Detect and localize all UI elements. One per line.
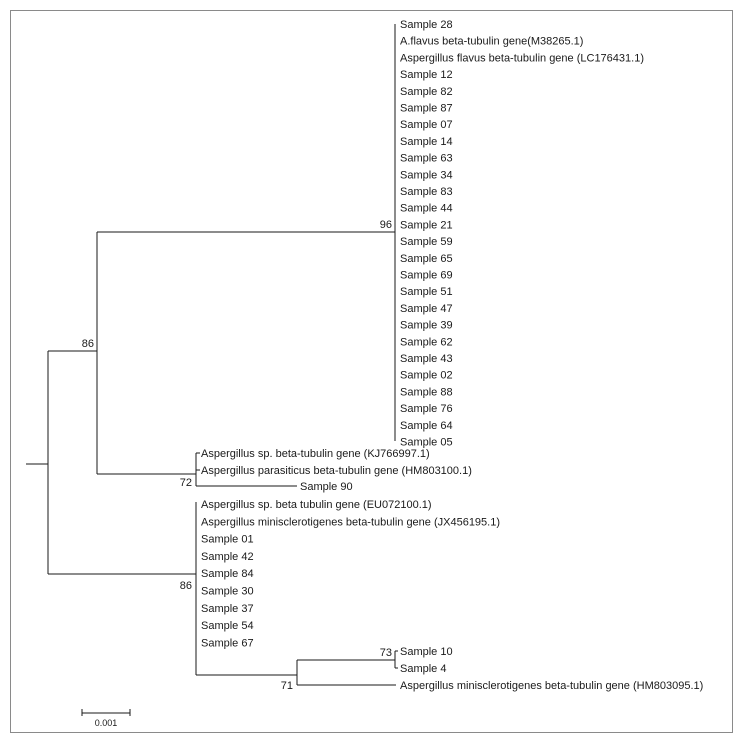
leaf-label: Sample 47 bbox=[400, 303, 453, 315]
leaf-label: Aspergillus minisclerotigenes beta-tubul… bbox=[400, 680, 703, 692]
support-value-main: 96 bbox=[380, 219, 392, 231]
leaf-label: Sample 37 bbox=[201, 603, 254, 615]
leaf-label: Sample 28 bbox=[400, 19, 453, 31]
leaf-label: Sample 88 bbox=[400, 386, 453, 398]
leaf-label: Sample 39 bbox=[400, 320, 453, 332]
leaf-label: Sample 34 bbox=[400, 169, 453, 181]
leaf-label: A.flavus beta-tubulin gene(M38265.1) bbox=[400, 36, 583, 48]
figure-frame bbox=[10, 10, 733, 733]
leaf-label: Sample 62 bbox=[400, 336, 453, 348]
leaf-label: Sample 05 bbox=[400, 437, 453, 449]
leaf-label: Sample 64 bbox=[400, 420, 453, 432]
leaf-label: Aspergillus parasiticus beta-tubulin gen… bbox=[201, 465, 472, 477]
leaf-label: Sample 12 bbox=[400, 69, 453, 81]
leaf-label: Sample 84 bbox=[201, 568, 254, 580]
leaf-label: Sample 14 bbox=[400, 136, 453, 148]
leaf-label: Sample 21 bbox=[400, 219, 453, 231]
leaf-label: Aspergillus flavus beta-tubulin gene (LC… bbox=[400, 52, 644, 64]
leaf-label: Sample 44 bbox=[400, 203, 453, 215]
leaf-label: Sample 30 bbox=[201, 586, 254, 598]
support-value-upper: 86 bbox=[82, 338, 94, 350]
leaf-label: Sample 51 bbox=[400, 286, 453, 298]
leaf-label: Sample 59 bbox=[400, 236, 453, 248]
leaf-label: Sample 63 bbox=[400, 153, 453, 165]
main-clade-leaves: Sample 28 A.flavus beta-tubulin gene(M382… bbox=[400, 19, 644, 449]
leaf-label: Sample 69 bbox=[400, 270, 453, 282]
support-value-parasiticus: 72 bbox=[180, 477, 192, 489]
leaf-label: Aspergillus minisclerotigenes beta-tubul… bbox=[201, 516, 500, 528]
leaf-label: Sample 83 bbox=[400, 186, 453, 198]
support-value-sub73: 73 bbox=[380, 647, 392, 659]
leaf-label: Sample 42 bbox=[201, 551, 254, 563]
support-value-minisclerotigenes: 86 bbox=[180, 580, 192, 592]
leaf-label: Sample 07 bbox=[400, 119, 453, 131]
support-value-sub71: 71 bbox=[281, 680, 293, 692]
leaf-label: Aspergillus sp. beta tubulin gene (EU072… bbox=[201, 499, 432, 511]
scale-bar-label: 0.001 bbox=[95, 718, 118, 728]
leaf-label: Sample 67 bbox=[201, 637, 254, 649]
leaf-label: Sample 76 bbox=[400, 403, 453, 415]
leaf-label: Sample 10 bbox=[400, 646, 453, 658]
leaf-label: Aspergillus sp. beta-tubulin gene (KJ766… bbox=[201, 448, 430, 460]
leaf-label: Sample 02 bbox=[400, 370, 453, 382]
leaf-label: Sample 01 bbox=[201, 534, 254, 546]
leaf-label: Sample 65 bbox=[400, 253, 453, 265]
leaf-label: Sample 43 bbox=[400, 353, 453, 365]
leaf-label: Sample 90 bbox=[300, 481, 353, 493]
leaf-label: Sample 87 bbox=[400, 103, 453, 115]
leaf-label: Sample 82 bbox=[400, 86, 453, 98]
leaf-label: Sample 4 bbox=[400, 663, 446, 675]
minisclerotigenes-leaves: Aspergillus sp. beta tubulin gene (EU072… bbox=[201, 499, 500, 649]
leaf-label: Sample 54 bbox=[201, 620, 254, 632]
